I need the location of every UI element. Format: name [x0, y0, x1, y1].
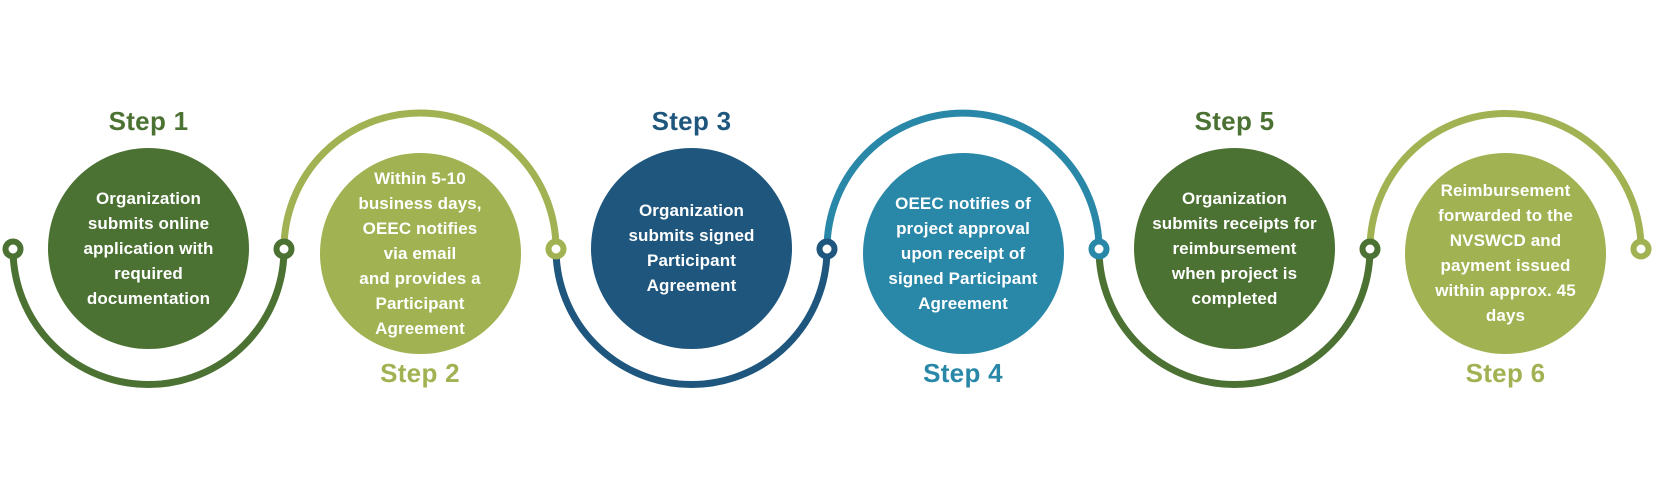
arc-step-6	[1366, 110, 1645, 250]
step-5-circle: Organization submits receipts for reimbu…	[1134, 147, 1335, 349]
step-3-label: Step 3	[651, 106, 732, 136]
arc-step-5	[1095, 248, 1374, 388]
step-1-description: Organization submits online application …	[83, 188, 214, 308]
step-5-description: Organization submits receipts for reimbu…	[1152, 188, 1317, 308]
step-2-label: Step 2	[380, 358, 460, 388]
connector-node-ring-5	[1359, 238, 1381, 260]
start-node-ring	[2, 238, 24, 260]
connector-node-ring-4	[1088, 238, 1110, 260]
step-3-description: Organization submits signed Participant …	[628, 201, 755, 295]
step-2-circle: Within 5-10 business days, OEEC notifies…	[319, 152, 521, 354]
arc-step-3	[552, 248, 831, 388]
step-4-description: OEEC notifies of project approval upon r…	[888, 193, 1038, 313]
step-3-circle: Organization submits signed Participant …	[591, 147, 792, 349]
end-node-ring	[1630, 238, 1652, 260]
connector-node-ring-3	[816, 238, 838, 260]
arc-step-4	[823, 109, 1103, 250]
step-6-label: Step 6	[1465, 358, 1546, 388]
connector-node-ring-2	[545, 238, 567, 260]
arc-step-1	[9, 248, 288, 388]
connector-node-ring-1	[273, 238, 295, 260]
step-4-circle: OEEC notifies of project approval upon r…	[862, 152, 1064, 354]
step-2-description: Within 5-10 business days, OEEC notifies…	[358, 168, 482, 338]
step-1-label: Step 1	[108, 106, 189, 136]
step-4-label: Step 4	[923, 358, 1003, 388]
step-6-description: Reimbursement forwarded to the NVSWCD an…	[1435, 181, 1576, 325]
step-6-circle: Reimbursement forwarded to the NVSWCD an…	[1405, 152, 1606, 354]
step-5-label: Step 5	[1194, 106, 1275, 136]
arc-step-2	[280, 109, 560, 250]
step-1-circle: Organization submits online application …	[48, 147, 249, 349]
